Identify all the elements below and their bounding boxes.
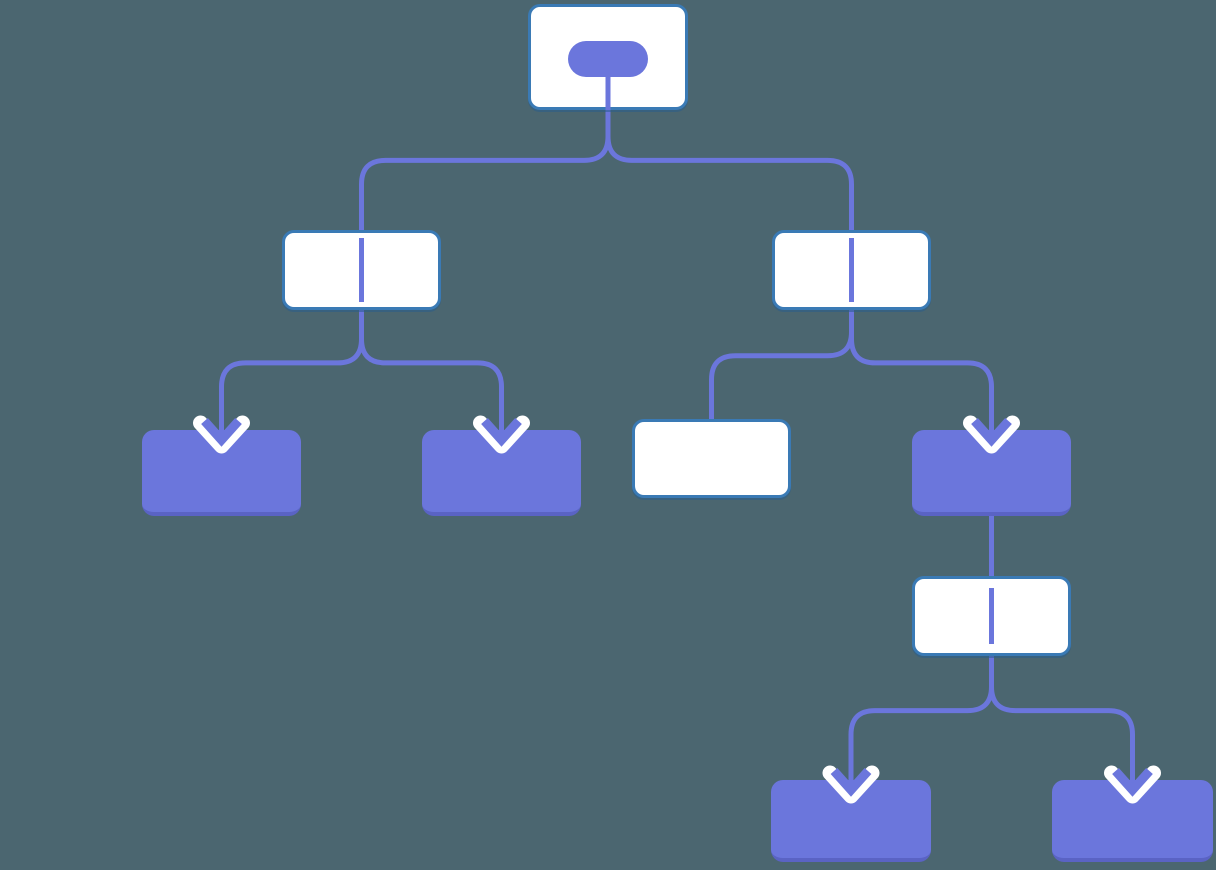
edge-l2left-l3b [359,310,504,436]
diagram-node-l3-c[interactable] [632,419,791,498]
diagram-node-l3-d[interactable] [912,430,1071,516]
diagram-node-l3-a[interactable] [142,430,301,516]
edge-l4-l5left [848,656,994,786]
diagram-node-l5-right[interactable] [1052,780,1213,862]
edge-l2left-l3a [219,310,364,436]
diagram-node-l4[interactable] [912,576,1071,656]
diagram-node-l3-b[interactable] [422,430,581,516]
diagram-node-l2-left[interactable] [282,230,441,310]
diagram-node-l5-left[interactable] [771,780,931,862]
diagram-node-root[interactable] [528,4,688,110]
edge-root-l2right [605,110,854,230]
diagram-node-l2-right[interactable] [772,230,931,310]
root-pill-shape [568,41,648,77]
edge-l4-l5right [989,656,1135,786]
edge-l2right-l3c [709,310,854,419]
edge-l2right-l3d [849,310,994,436]
edge-root-l2left [359,110,611,230]
